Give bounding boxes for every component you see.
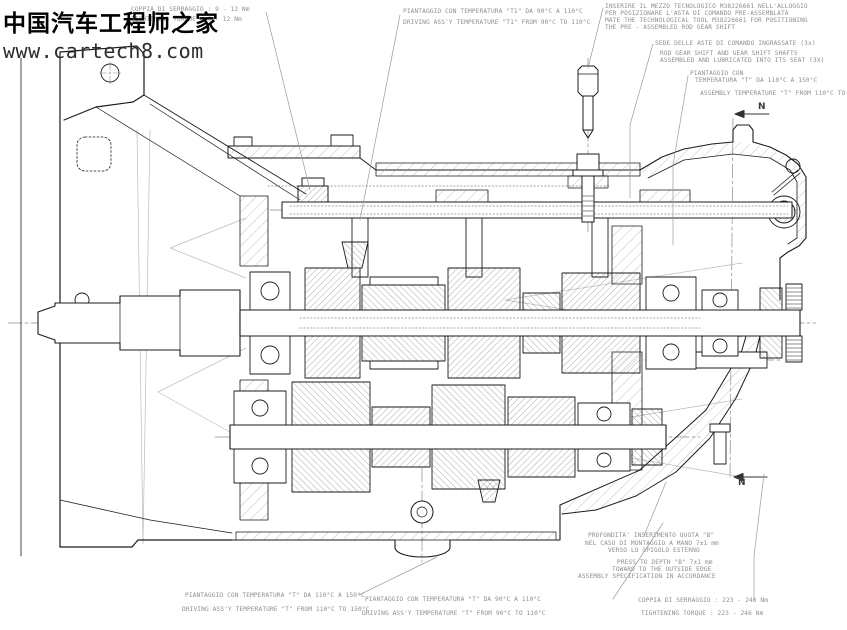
- section-label-n-top: N: [758, 102, 766, 112]
- note-right-fit-it2: TEMPERATURA "T" DA 110°C A 150°C: [695, 77, 818, 84]
- note-top-left-torque-en: TIGHTENING TORQUE : 9 - 12 Nm: [131, 16, 242, 23]
- note-rod-seat-en1: ROD GEAR SHIFT AND GEAR SHIFT SHAFTS: [660, 50, 798, 57]
- countershaft-gear-cluster: [229, 381, 667, 503]
- note-depth-it1: PROFONDITA' INSERIMENTO QUOTA "B": [588, 532, 715, 539]
- watermark-url: www.cartech8.com: [3, 39, 204, 63]
- note-depth-en3: ASSEMBLY SPECIFICATION IN ACCORDANCE: [578, 573, 716, 580]
- mainshaft-bearings: [249, 271, 739, 375]
- retainer-bolt: [713, 429, 727, 465]
- note-right-fit-en: ASSEMBLY TEMPERATURE "T" FROM 110°C TO 1…: [700, 90, 847, 97]
- note-depth-it2: NEL CASO DI MONTAGGIO A MANO 7±1 mm: [585, 540, 719, 547]
- note-bottom-right-torque-it: COPPIA DI SERRAGGIO : 223 - 246 Nm: [638, 597, 769, 604]
- section-label-n-bottom: N: [738, 478, 746, 488]
- breather-bolt: [567, 153, 609, 223]
- note-rod-seat-it: SEDE DELLE ASTE DI COMANDO INGRASSATE (3…: [655, 40, 816, 47]
- note-rod-seat-en2: ASSEMBLED AND LUBRICATED INTO ITS SEAT (…: [660, 57, 825, 64]
- note-bottom-left-fit-it: PIANTAGGIO CON TEMPERATURA "T" DA 110°C …: [185, 592, 365, 599]
- note-tool-it2: PER POSIZIONARE L'ASTA DI COMANDO PRE-AS…: [605, 10, 789, 17]
- countershaft-bearings: [233, 390, 631, 484]
- note-right-fit-it1: PIANTAGGIO CON: [690, 70, 744, 77]
- mainshaft-gear-cluster: [239, 241, 801, 379]
- note-top-center-fit-it: PIANTAGGIO CON TEMPERATURA "T1" DA 90°C …: [403, 8, 583, 15]
- section-n-markers: [733, 109, 770, 482]
- note-depth-en1: PRESS TO DEPTH "B" 7±1 mm: [617, 559, 713, 566]
- detent-plug: [297, 185, 329, 203]
- technological-tool: [577, 65, 599, 139]
- bell-housing: [20, 45, 307, 557]
- drain-plug: [410, 500, 434, 524]
- output-shaft: [759, 283, 803, 363]
- note-bottom-right-torque-en: TIGHTENING TORQUE : 223 - 246 Nm: [641, 610, 764, 617]
- leader-lines: [265, 7, 765, 601]
- top-cover-bolts: [230, 134, 358, 147]
- note-bottom-center-fit-it: PIANTAGGIO CON TEMPERATURA "T" DA 90°C A…: [365, 596, 541, 603]
- assembly-tool-and-bolt: [567, 65, 609, 223]
- watermark-title: 中国汽车工程师之家: [3, 10, 219, 37]
- note-tool-it1: INSERIRE IL MEZZO TECNOLOGICO M38226661 …: [605, 3, 808, 10]
- note-tool-en1: MATE THE TECHNOLOGICAL TOOL M38226661 FO…: [605, 17, 808, 24]
- input-shaft: [37, 289, 241, 357]
- output-splines: [785, 283, 803, 363]
- note-top-left-torque-it: COPPIA DI SERRAGGIO : 9 - 12 Nm: [131, 6, 250, 13]
- note-depth-it3: VERSO LO SPIGOLO ESTERNO: [608, 547, 700, 554]
- note-depth-en2: TOWARD TO THE OUTSIDE EDGE: [612, 566, 712, 573]
- note-tool-en2: THE PRE - ASSEMBLED ROD GEAR SHIFT: [605, 24, 736, 31]
- note-bottom-center-fit-en: DRIVING ASS'Y TEMPERATURE "T" FROM 90°C …: [362, 610, 546, 617]
- note-bottom-left-fit-en: DRIVING ASS'Y TEMPERATURE "T" FROM 110°C…: [182, 606, 370, 613]
- oil-sump: [231, 500, 561, 558]
- watermark: 中国汽车工程师之家 www.cartech8.com: [3, 4, 219, 63]
- note-top-center-fit-en: DRIVING ASS'Y TEMPERATURE "T1" FROM 90°C…: [403, 19, 591, 26]
